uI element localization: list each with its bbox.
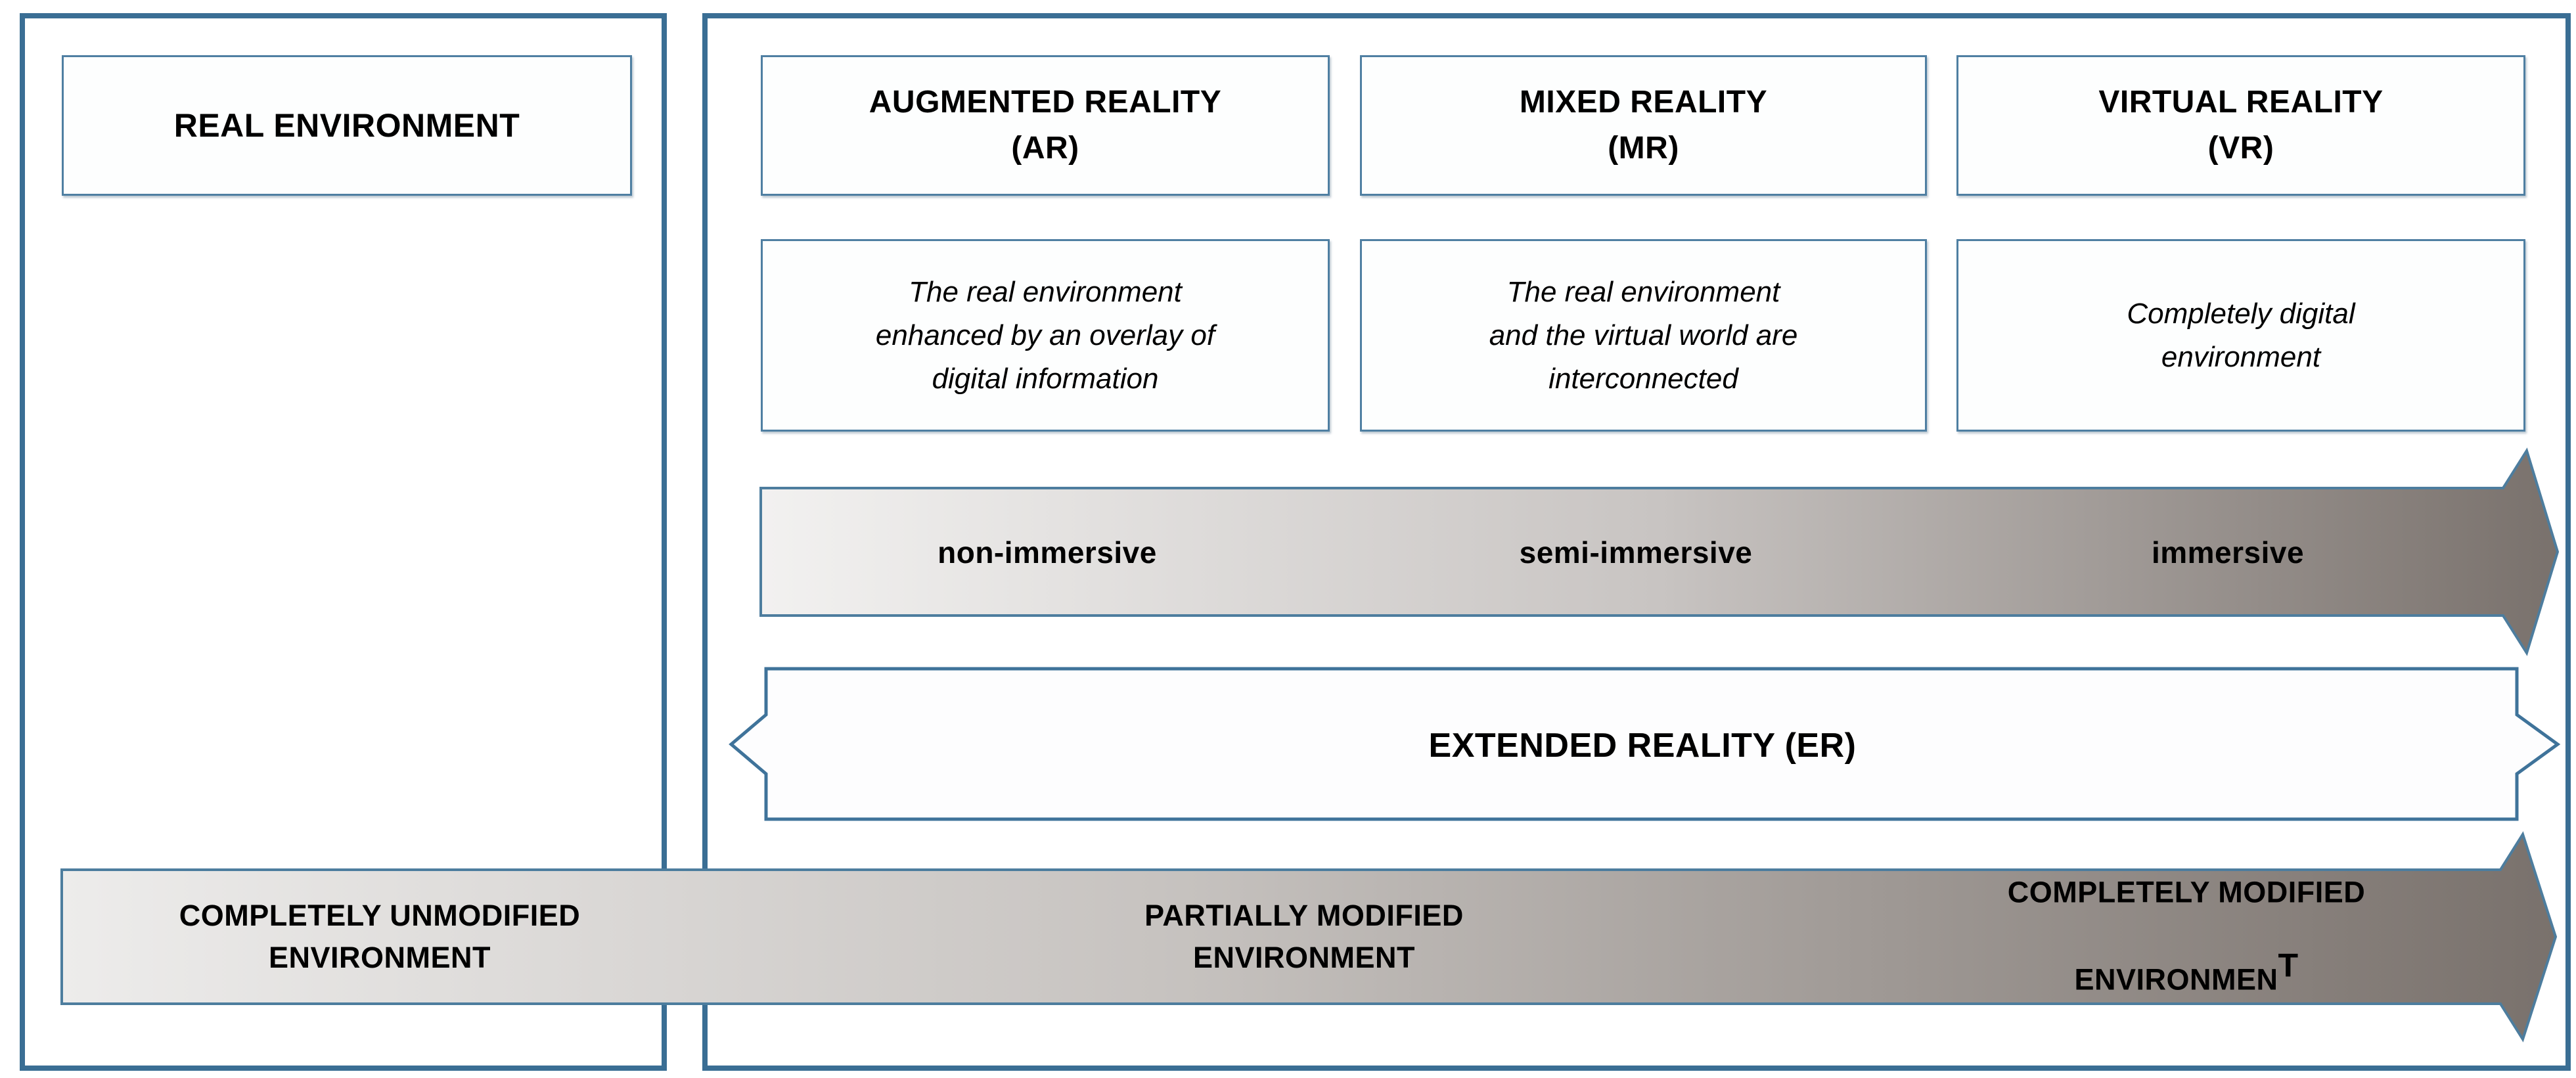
mr-title: MIXED REALITY (MR) bbox=[1519, 85, 1768, 166]
modification-label-partially-modified: PARTIALLY MODIFIED ENVIRONMENT bbox=[1144, 899, 1464, 974]
immersion-label-semi-immersive: semi-immersive bbox=[1519, 535, 1753, 570]
immersion-label-non-immersive: non-immersive bbox=[938, 535, 1157, 570]
ar-description: The real environment enhanced by an over… bbox=[875, 275, 1215, 395]
modification-gradient-arrow bbox=[60, 831, 2558, 1043]
vr-description-box: Completely digital environment bbox=[1956, 239, 2525, 432]
vr-title-box: VIRTUAL REALITY (VR) bbox=[1956, 55, 2525, 196]
extended-reality-label: EXTENDED REALITY (ER) bbox=[1428, 727, 1857, 765]
real-environment-title: REAL ENVIRONMENT bbox=[173, 106, 520, 144]
immersion-gradient-arrow bbox=[759, 447, 2560, 656]
mr-description: The real environment and the virtual wor… bbox=[1489, 275, 1798, 395]
vr-title: VIRTUAL REALITY (VR) bbox=[2098, 85, 2384, 166]
modification-label-completely-modified-line2: ENVIRONMENT bbox=[2074, 947, 2299, 997]
extended-reality-banner bbox=[729, 667, 2561, 821]
ar-title-box: AUGMENTED REALITY (AR) bbox=[761, 55, 1330, 196]
real-environment-box: REAL ENVIRONMENT bbox=[62, 55, 632, 196]
modification-label-completely-modified: COMPLETELY MODIFIED ENVIRONMENT bbox=[2008, 830, 2366, 1044]
mr-title-box: MIXED REALITY (MR) bbox=[1360, 55, 1927, 196]
modification-label-completely-modified-line1: COMPLETELY MODIFIED bbox=[2007, 875, 2366, 909]
raised-t-glyph: T bbox=[2278, 947, 2299, 984]
mr-description-box: The real environment and the virtual wor… bbox=[1360, 239, 1927, 432]
ar-description-box: The real environment enhanced by an over… bbox=[761, 239, 1330, 432]
modification-label-unmodified: COMPLETELY UNMODIFIED ENVIRONMENT bbox=[179, 899, 581, 974]
ar-title: AUGMENTED REALITY (AR) bbox=[869, 85, 1222, 166]
vr-description: Completely digital environment bbox=[2127, 297, 2355, 373]
immersion-label-immersive: immersive bbox=[2151, 535, 2305, 570]
